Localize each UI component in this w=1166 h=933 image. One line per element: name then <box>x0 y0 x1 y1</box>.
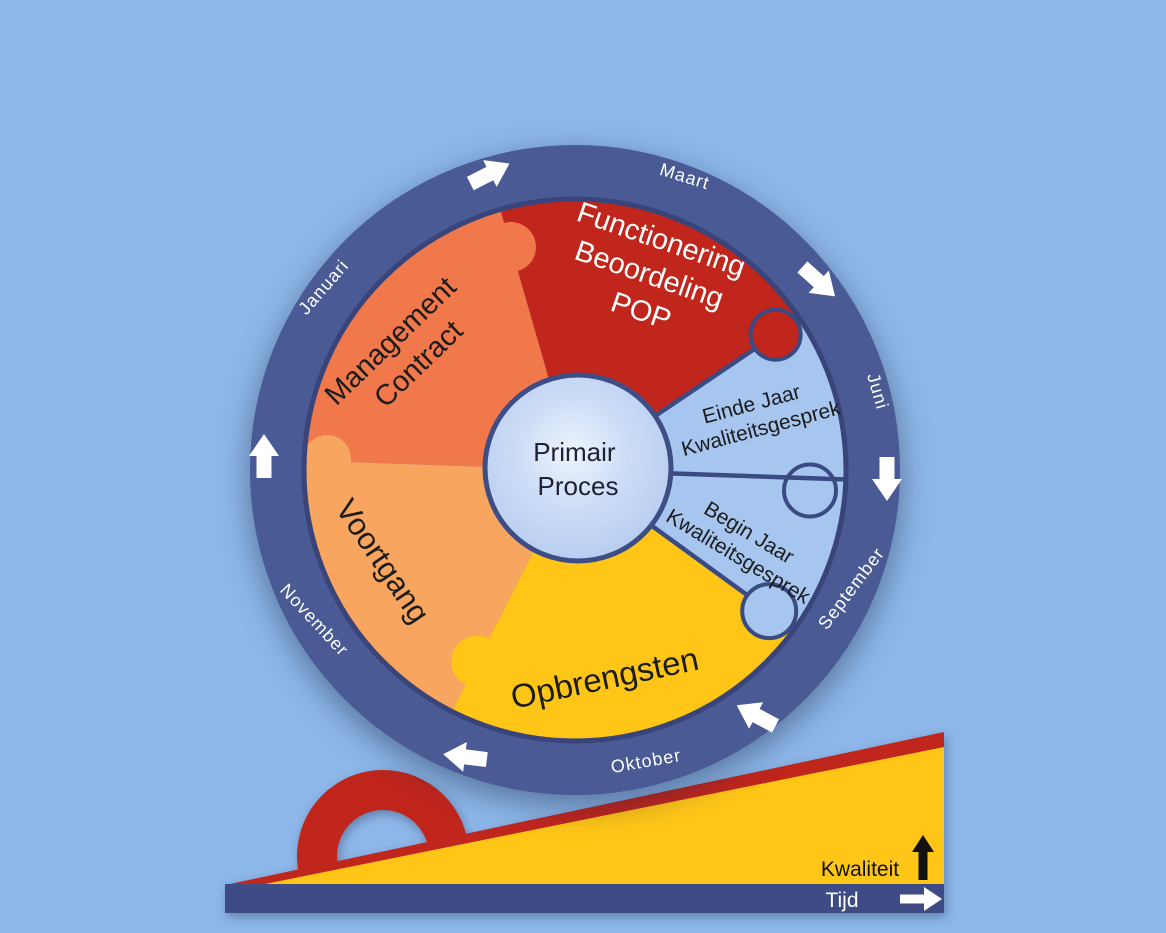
hub-label: Primair Proces <box>533 437 623 501</box>
divider-einde-begin <box>662 470 847 482</box>
flow-wheel: Maart Juni September Oktober November Ja… <box>249 145 902 795</box>
wheel-chock <box>297 770 468 875</box>
puzzle-tab-red-blue <box>748 307 803 362</box>
puzzle-tab-orange-red <box>486 222 536 272</box>
hub-circle <box>482 372 674 564</box>
puzzle-tab-einde-begin <box>782 462 838 519</box>
wheel-ring-inner-edge <box>301 196 849 744</box>
quality-up-arrow-icon <box>912 835 934 880</box>
time-label: Tijd <box>825 889 858 912</box>
hub-label-line: Primair <box>533 437 616 467</box>
time-axis-bar <box>225 884 944 913</box>
puzzle-tab-light-dark-orange <box>303 435 351 483</box>
wheel-ring <box>250 145 900 795</box>
puzzle-tab-blue-yellow <box>740 582 799 641</box>
time-right-arrow-icon <box>900 887 942 911</box>
quality-label: Kwaliteit <box>821 858 899 881</box>
ramp-incline <box>265 747 944 884</box>
quality-ramp: Kwaliteit Tijd <box>225 732 944 913</box>
puzzle-tab-yellow-orange <box>451 635 504 688</box>
segment-opbrengsten <box>451 470 796 743</box>
hub-label-line: Proces <box>538 471 619 501</box>
